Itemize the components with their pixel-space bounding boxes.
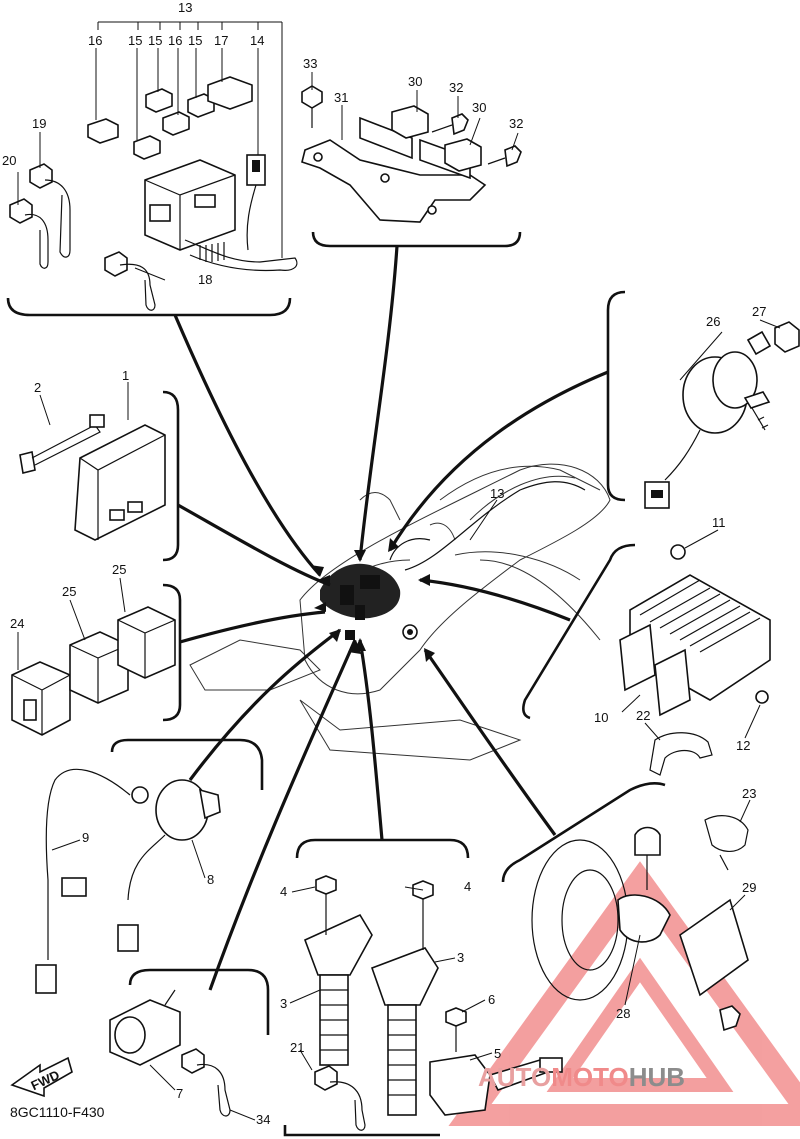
fuse-icon [87,76,253,160]
callout-labels: 13 16 15 15 16 15 17 14 19 20 18 33 31 3… [2,0,766,1127]
watermark-brand-text: AUTOMOTOHUB [478,1062,685,1092]
oil-pressure-sensor [109,989,181,1066]
callout-23: 23 [742,786,756,801]
crank-position-sensor [429,1007,563,1116]
callout-15: 15 [188,33,202,48]
ecu-lead-wire [19,414,105,474]
connection-arrows [173,245,609,991]
callout-28: 28 [616,1006,630,1021]
watermark-moto: MOTO [551,1062,629,1092]
callout-32: 32 [449,80,463,95]
callout-6: 6 [488,992,495,1007]
callout-32: 32 [509,116,523,131]
sensor-lead-harness [35,768,149,994]
callout-5: 5 [494,1046,501,1061]
callout-19: 19 [32,116,46,131]
callout-27: 27 [752,304,766,319]
watermark-hub: HUB [629,1062,685,1092]
callout-25: 25 [62,584,76,599]
callout-22: 22 [636,708,650,723]
wire-lead-connector [246,154,266,251]
callout-12: 12 [736,738,750,753]
ignition-coil-left [303,875,373,1066]
callout-4: 4 [280,884,287,899]
callout-20: 20 [2,153,16,168]
cable-tie-icon [9,163,156,311]
callout-24: 24 [10,616,24,631]
callout-9: 9 [82,830,89,845]
callout-10: 10 [594,710,608,725]
cable-tie-icon [181,1048,366,1131]
clamp-icon [649,732,749,871]
callout-2: 2 [34,380,41,395]
callout-33: 33 [303,56,317,71]
engine-control-unit [74,424,166,541]
callout-30: 30 [472,100,486,115]
relay-unit-left [11,606,176,736]
rectifier-regulator [619,544,771,717]
callout-15: 15 [128,33,142,48]
forward-direction-badge: FWD [10,1056,73,1098]
callout-16: 16 [168,33,182,48]
svg-text:AUTOMOTOHUB: AUTOMOTOHUB [478,1062,685,1092]
wire-harness-main-bundle [320,538,431,640]
callout-29: 29 [742,880,756,895]
callout-14: 14 [250,33,264,48]
callout-16: 16 [88,33,102,48]
group-brackets [6,231,666,1137]
main-switch-assembly [644,321,800,509]
callout-1: 1 [122,368,129,383]
watermark-auto: AUTO [478,1062,551,1092]
callout-31: 31 [334,90,348,105]
leader-lines [17,21,781,1121]
callout-11: 11 [712,515,726,530]
ignition-key-icon [743,391,771,431]
knock-sensor [117,779,221,952]
watermark-triangle-logo [448,861,800,1126]
diagram-reference-code: 8GC1110-F430 [10,1104,105,1120]
callout-21: 21 [290,1040,304,1055]
bolt-icon [301,85,522,168]
fuse-box-assembly [144,159,298,272]
callout-13: 13 [178,0,192,15]
callout-25: 25 [112,562,126,577]
relay-icon [391,105,482,172]
callout-30: 30 [408,74,422,89]
callout-18: 18 [198,272,212,287]
callout-26: 26 [706,314,720,329]
callout-13: 13 [490,486,504,501]
callout-3: 3 [280,996,287,1011]
callout-15: 15 [148,33,162,48]
callout-7: 7 [176,1086,183,1101]
ignition-coil-right [370,880,439,1116]
callout-4: 4 [464,879,471,894]
callout-17: 17 [214,33,228,48]
callout-34: 34 [256,1112,270,1127]
callout-8: 8 [207,872,214,887]
rotor-and-pickup-coil [531,826,749,1032]
callout-3: 3 [457,950,464,965]
